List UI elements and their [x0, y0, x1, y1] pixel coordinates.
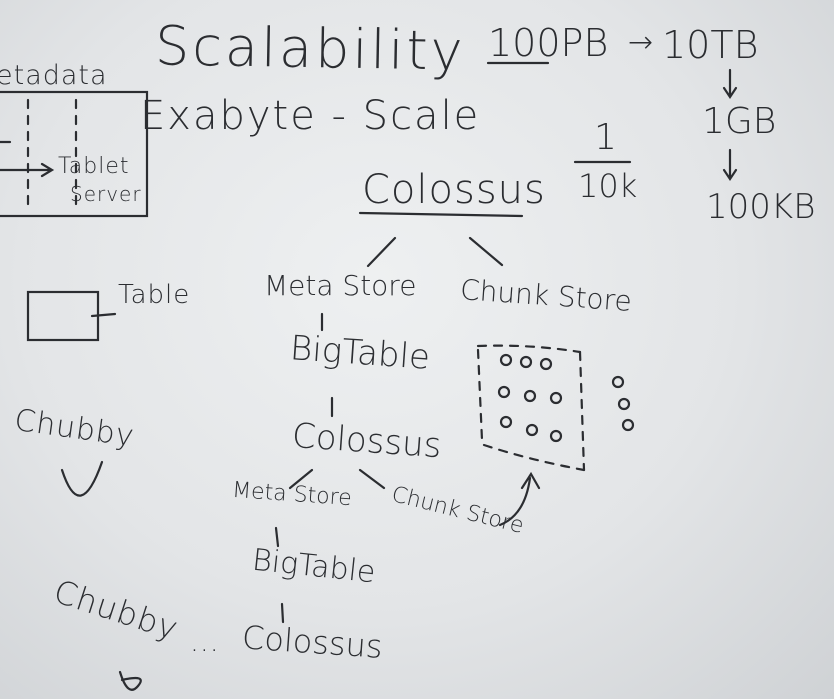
tablet-label: Tablet [58, 154, 130, 179]
size-100pb: 100PB [488, 21, 609, 65]
chunk-circle-extra [611, 375, 625, 389]
chunk-grid-bottom [482, 443, 586, 472]
chunk-circle [499, 353, 513, 367]
ratio-denominator: 10k [578, 167, 638, 205]
ratio-numerator: 1 [594, 117, 618, 158]
chunk-circle-extra [617, 397, 631, 411]
chunk-circle [549, 391, 563, 405]
nested-branch-right [358, 468, 386, 490]
chunk-circle [499, 415, 513, 429]
chunk-circle [497, 385, 511, 399]
size-10tb: 10TB [662, 23, 759, 67]
nested-colossus: Colossus [240, 618, 384, 666]
size-100kb: 100KB [706, 187, 816, 227]
size-1gb: 1GB [702, 101, 777, 142]
nested-link-meta-bigtable [274, 526, 280, 548]
tree-bigtable: BigTable [288, 328, 432, 378]
subtitle: Exabyte - Scale [140, 93, 481, 139]
metadata-box [0, 90, 149, 218]
branch-right [468, 236, 504, 267]
chubby-bottom-curl [118, 670, 142, 691]
tree-meta-store: Meta Store [264, 269, 417, 302]
down-arrow-1 [722, 68, 738, 99]
table-label: Table [118, 280, 191, 310]
size-arrow: → [628, 25, 655, 60]
chubby-top-curl [60, 460, 104, 497]
server-label: Server [70, 182, 142, 206]
nested-ellipsis: ... [190, 625, 220, 658]
chunk-circle [549, 429, 563, 443]
chunk-grid-top [476, 344, 582, 354]
metadata-header: etadata [0, 60, 108, 91]
title: Scalability [154, 14, 467, 83]
colossus-underline [358, 211, 524, 218]
nested-branch-left [288, 468, 314, 490]
down-arrow-2 [722, 148, 738, 181]
table-connector [90, 312, 117, 318]
chunk-circle [519, 355, 533, 369]
table-box [26, 290, 100, 342]
tree-root-colossus: Colossus [362, 167, 546, 213]
chunk-circle [525, 423, 539, 437]
chunk-circle [523, 389, 537, 403]
branch-left [366, 236, 397, 268]
chunk-store-arrow [498, 471, 541, 527]
chunk-circle [539, 357, 553, 371]
nested-link-bigtable-colossus [280, 602, 285, 624]
chunk-grid-right [578, 350, 586, 472]
chunk-circle-extra [621, 418, 635, 432]
tablet-arrow [0, 162, 55, 178]
chunk-grid-left [476, 348, 484, 442]
tree-colossus: Colossus [290, 415, 443, 467]
